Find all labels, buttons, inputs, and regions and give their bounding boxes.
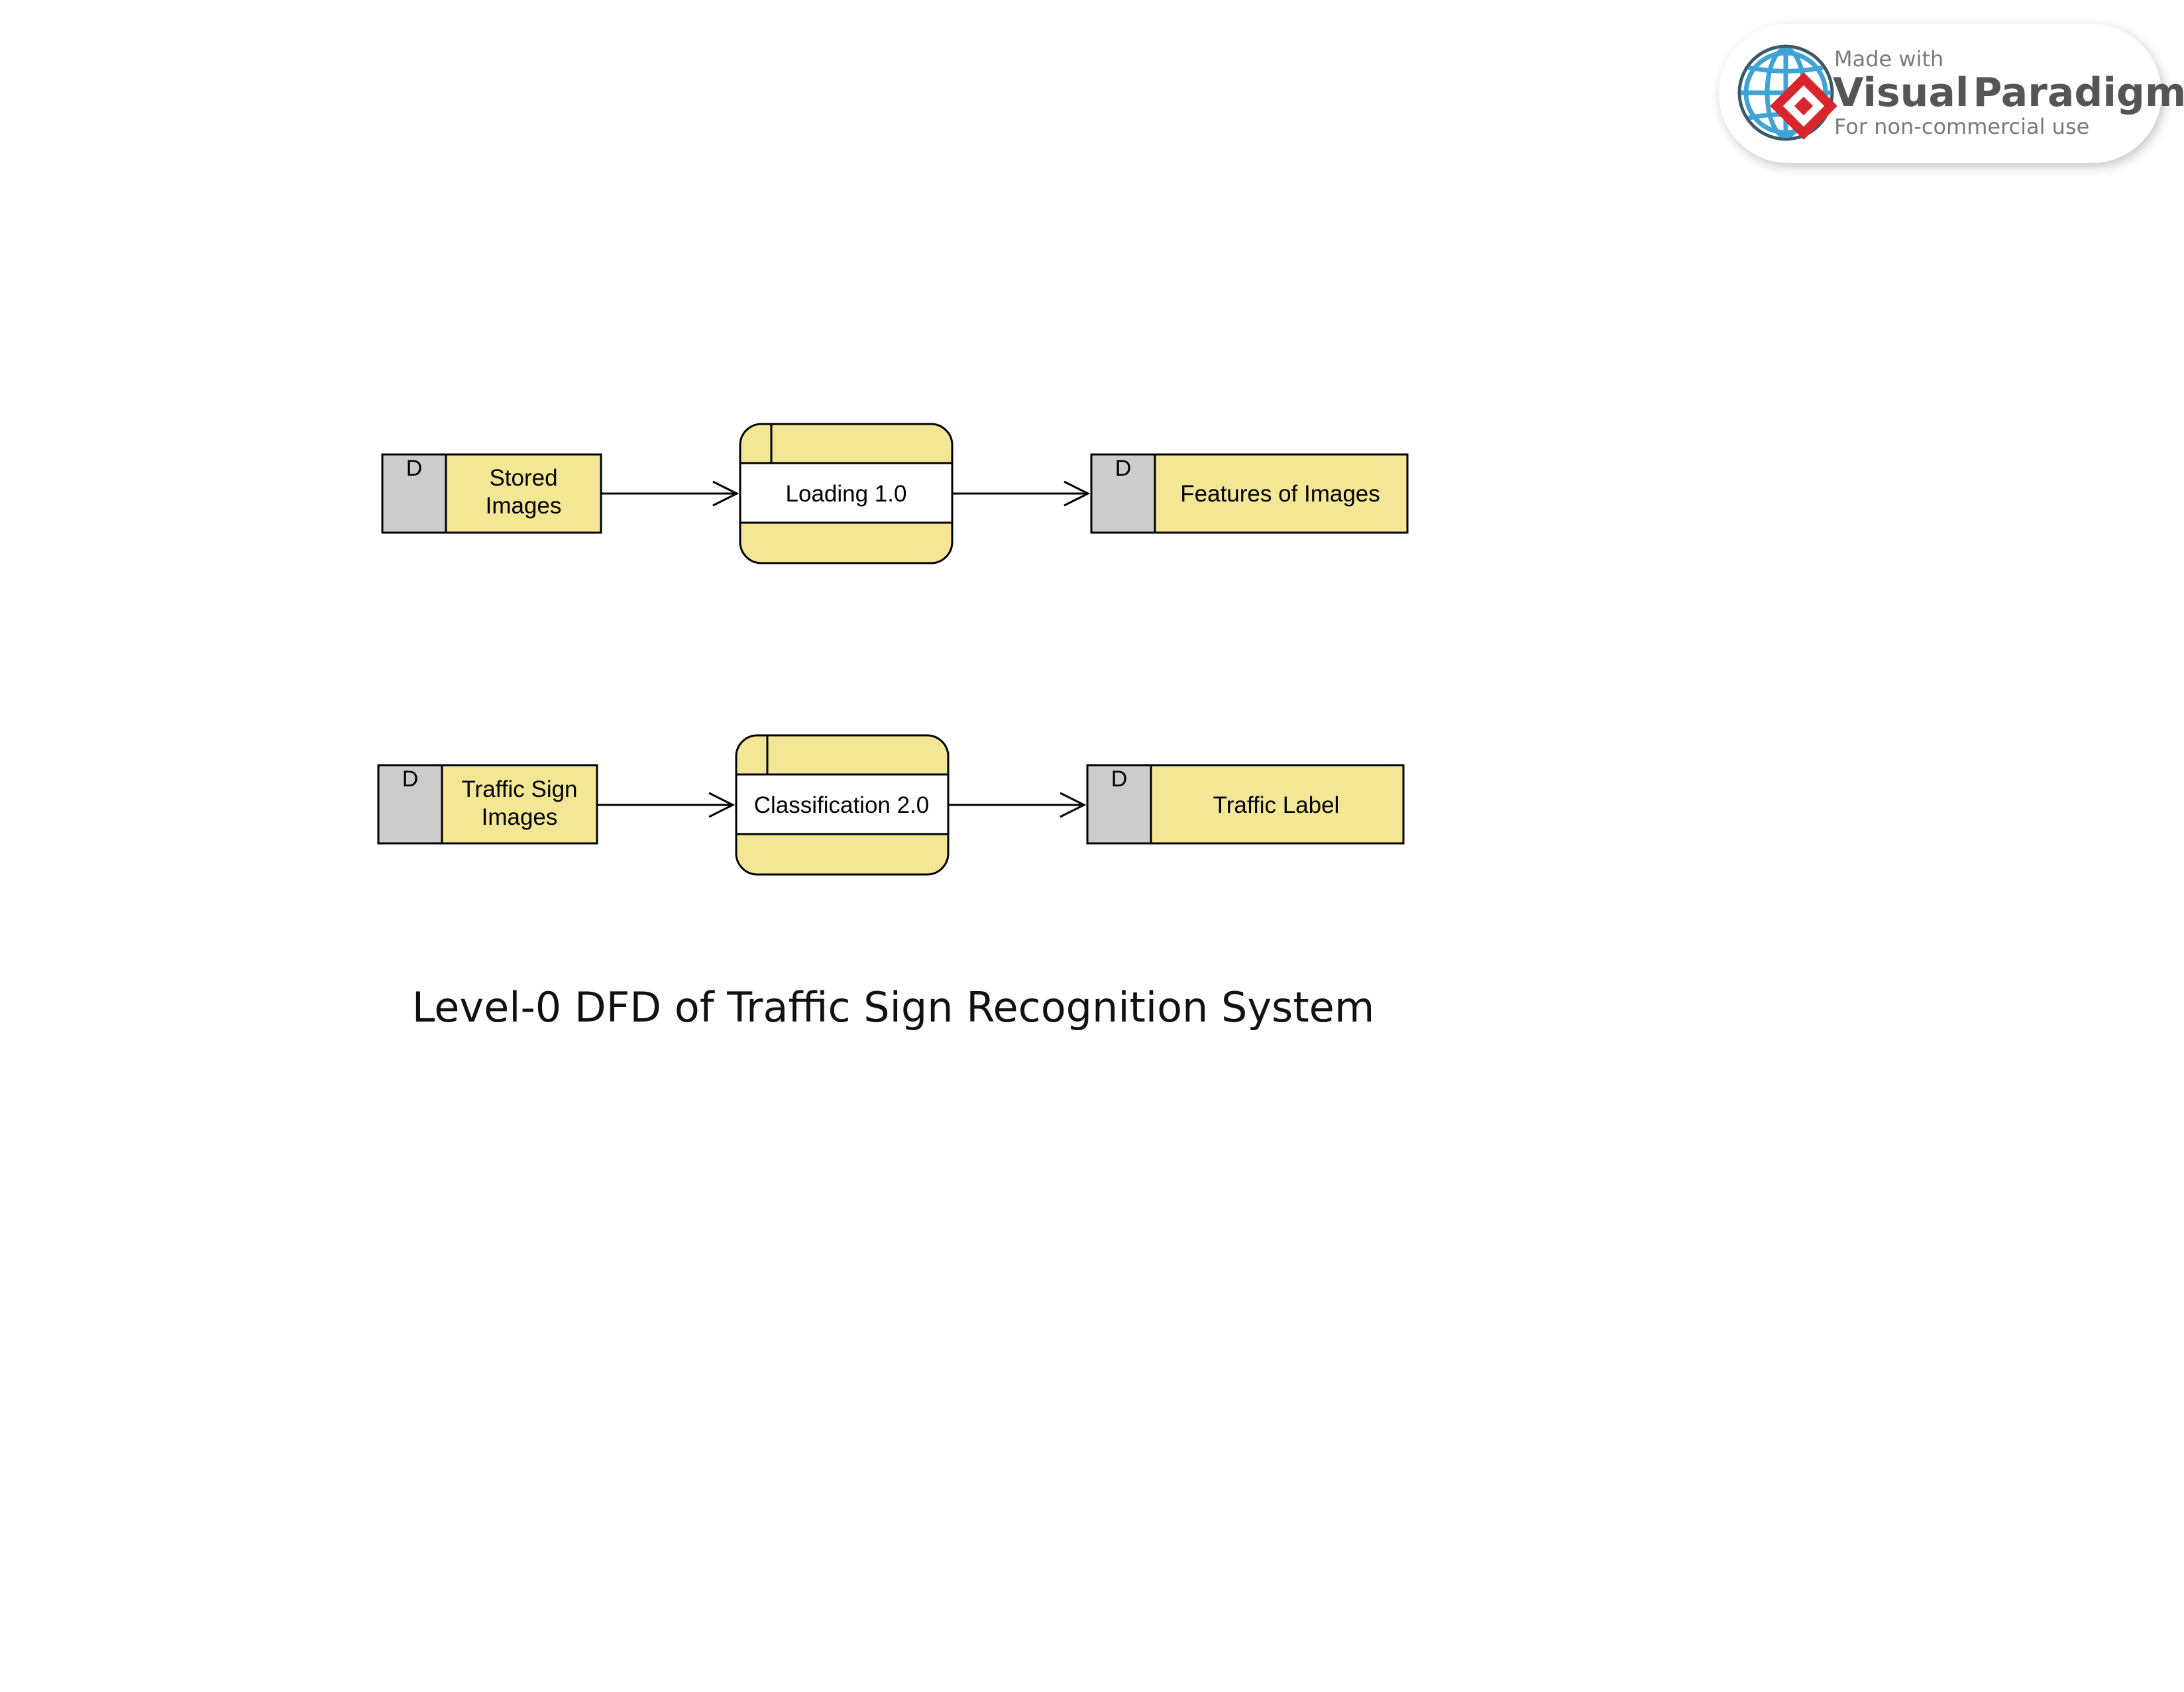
process-body [737,774,948,834]
data-store-id-cell [377,764,443,845]
process-loading[interactable]: Loading 1.0 [739,423,954,564]
paradigm-mark [1770,72,1837,140]
badge-background [1719,24,2161,163]
data-store-id: D [1111,767,1128,792]
badge-made-with: Made with [1834,46,1943,72]
dfd-row-1: D Stored Images Loading 1.0 D [381,423,1409,564]
data-store-label-line-1: Traffic Label [1213,792,1340,818]
badge-brand-paradigm: Paradigm [1973,70,2184,116]
dfd-row-2: D Traffic Sign Images Classification 2.0 [377,734,1405,876]
data-store-traffic-label[interactable]: D Traffic Label [1086,764,1405,845]
data-store-id-cell [381,453,447,534]
badge-note: For non-commercial use [1834,114,2089,139]
data-store-features-of-images[interactable]: D Features of Images [1090,453,1409,534]
data-store-id: D [1115,456,1132,481]
data-store-label-line-1: Features of Images [1180,481,1380,507]
data-store-label-line-1: Traffic Sign [461,776,577,802]
data-flow-arrow[interactable] [601,480,739,507]
badge-brand-visual: Visual [1833,70,1969,116]
process-body [741,463,952,523]
data-flow-arrow[interactable] [597,792,736,818]
data-store-id: D [402,767,419,792]
data-flow-arrow[interactable] [952,480,1091,507]
process-label: Classification 2.0 [754,792,930,818]
data-store-id-cell [1090,453,1156,534]
data-store-id-cell [1086,764,1152,845]
data-store-label-line-2: Images [486,493,562,519]
globe-logo [1737,44,1837,141]
data-store-stored-images[interactable]: D Stored Images [381,453,602,534]
data-store-id: D [406,456,423,481]
data-store-label-line-2: Images [482,804,558,830]
data-store-traffic-sign-images[interactable]: D Traffic Sign Images [377,764,598,845]
diagram-title: Level-0 DFD of Traffic Sign Recognition … [412,983,1374,1031]
process-classification[interactable]: Classification 2.0 [735,734,950,876]
process-label: Loading 1.0 [786,481,907,507]
data-store-label-line-1: Stored [489,465,557,491]
data-flow-arrow[interactable] [948,792,1087,818]
